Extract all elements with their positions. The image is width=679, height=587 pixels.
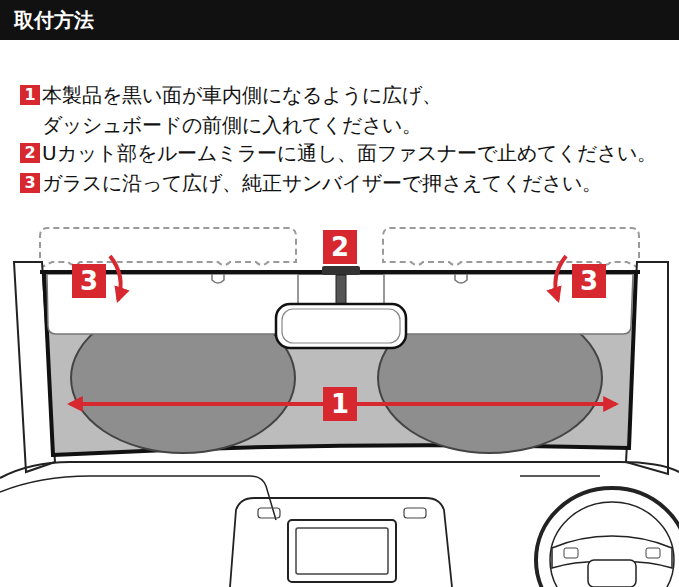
step-number: 2 <box>20 143 40 163</box>
step-text: Uカット部をルームミラーに通し、面ファスナーで止めてください。 <box>42 138 657 168</box>
steering-wheel <box>536 488 679 587</box>
mirror-inner <box>282 309 400 343</box>
mirror-stem <box>336 275 346 305</box>
callout-number: 2 <box>323 230 357 264</box>
room-mirror <box>276 304 406 348</box>
mirror-base <box>322 266 360 275</box>
dashboard-line <box>520 475 600 477</box>
callout-number: 3 <box>72 264 106 298</box>
callout-number: 1 <box>323 387 357 421</box>
fold-arrow <box>555 256 566 300</box>
visor-tab <box>455 274 467 283</box>
fold-arrow <box>110 256 121 300</box>
step-text: ガラスに沿って広げ、純正サンバイザーで押さえてください。 <box>42 168 602 198</box>
wheel-button <box>564 548 578 558</box>
header-bar <box>0 0 679 40</box>
air-vent <box>258 508 280 518</box>
visor-up-left <box>40 228 296 268</box>
steering-hub <box>588 560 636 587</box>
visor-up-right <box>383 228 639 268</box>
visor-tab <box>212 274 224 283</box>
center-display <box>288 520 396 582</box>
callout-number: 3 <box>572 264 606 298</box>
center-console <box>230 498 452 587</box>
dashboard-line <box>0 476 276 520</box>
step-number: 1 <box>20 85 40 105</box>
wheel-button <box>646 548 660 558</box>
page-title: 取付方法 <box>14 0 94 40</box>
step-text: 本製品を黒い面が車内側になるように広げ、 ダッシュボードの前側に入れてください。 <box>42 80 602 140</box>
step-number: 3 <box>20 173 40 193</box>
sunshade <box>44 272 636 455</box>
air-vent <box>404 508 426 518</box>
steering-inner <box>550 502 674 587</box>
display-screen <box>296 528 388 574</box>
